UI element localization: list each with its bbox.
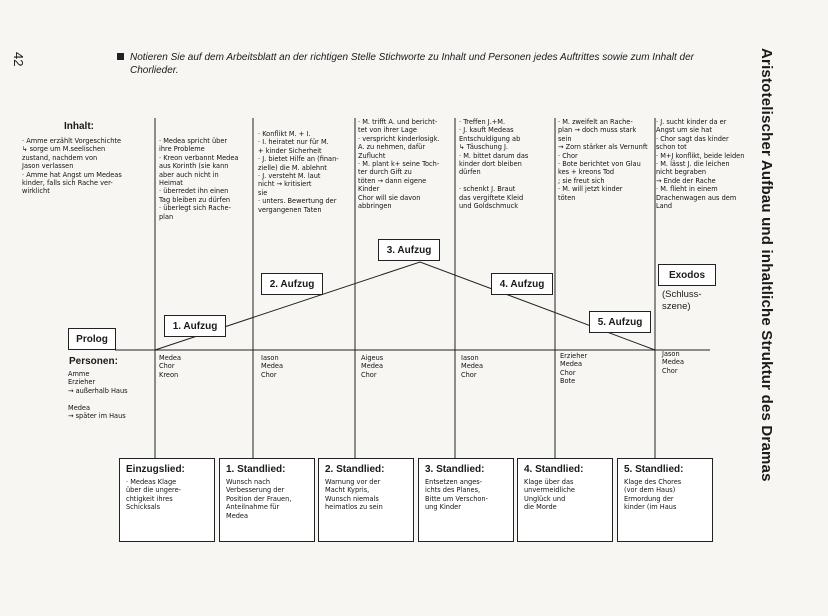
song-text: Klage über das unvermeidliche Unglück un… <box>524 478 575 512</box>
song-title: Einzugslied: <box>126 464 185 475</box>
prolog-content: · Amme erzählt Vorgeschichte ↳ sorge um … <box>22 137 122 196</box>
inhalt-label: Inhalt: <box>64 121 94 132</box>
act4-persons: Iason Medea Chor <box>461 354 484 379</box>
exodos-box: Exodos <box>658 264 716 286</box>
act1-persons: Medea Chor Kreon <box>159 354 182 379</box>
prolog-box: Prolog <box>68 328 116 350</box>
personen-label: Personen: <box>69 356 118 367</box>
prolog-persons: Amme Erzieher → außerhalb Haus Medea → s… <box>68 370 128 421</box>
act5-persons: Erzieher Medea Chor Bote <box>560 352 588 386</box>
act2-persons: Iason Medea Chor <box>261 354 284 379</box>
song-title: 3. Standlied: <box>425 464 485 475</box>
song-text: Entsetzen anges- ichts des Planes, Bitte… <box>425 478 488 512</box>
song-title: 5. Standlied: <box>624 464 684 475</box>
act2-box: 2. Aufzug <box>261 273 323 295</box>
instruction-text: Notieren Sie auf dem Arbeitsblatt an der… <box>130 52 695 76</box>
song-title: 4. Standlied: <box>524 464 584 475</box>
song-box-standlied-2: 2. Standlied: Warnung vor der Macht Kypr… <box>318 458 414 542</box>
song-text: Warnung vor der Macht Kypris, Wunsch nie… <box>325 478 383 512</box>
act3-content: · M. trifft A. und bericht- tet von ihre… <box>358 118 440 211</box>
song-title: 1. Standlied: <box>226 464 286 475</box>
act5-box: 5. Aufzug <box>589 311 651 333</box>
side-title: Aristotelischer Aufbau und inhaltliche S… <box>758 48 775 482</box>
act5-content: · M. zweifelt an Rache- plan → doch muss… <box>558 118 648 202</box>
exodos-content: · J. sucht kinder da er Angst um sie hat… <box>656 118 745 211</box>
act2-content: · Konflikt M. + I. · I. heiratet nur für… <box>258 130 339 214</box>
song-box-standlied-4: 4. Standlied: Klage über das unvermeidli… <box>517 458 613 542</box>
act3-persons: Aigeus Medea Chor <box>361 354 384 379</box>
song-text: Klage des Chores (vor dem Haus) Ermordun… <box>624 478 682 512</box>
song-box-standlied-1: 1. Standlied: Wunsch nach Verbesserung d… <box>219 458 315 542</box>
square-bullet-icon <box>117 53 124 60</box>
act1-box: 1. Aufzug <box>164 315 226 337</box>
exodos-persons: Jason Medea Chor <box>662 350 685 375</box>
song-text: · Medeas Klage über die ungere- chtigkei… <box>126 478 182 512</box>
act1-content: · Medea spricht über ihre Probleme · Kre… <box>159 137 239 221</box>
act3-box: 3. Aufzug <box>378 239 440 261</box>
act4-box: 4. Aufzug <box>491 273 553 295</box>
song-box-standlied-5: 5. Standlied: Klage des Chores (vor dem … <box>617 458 713 542</box>
song-box-standlied-3: 3. Standlied: Entsetzen anges- ichts des… <box>418 458 514 542</box>
act4-content: · Treffen J.+M. · J. kauft Medeas Entsch… <box>459 118 529 211</box>
schluss-label: (Schluss- szene) <box>662 289 702 312</box>
song-text: Wunsch nach Verbesserung der Position de… <box>226 478 292 520</box>
song-box-einzugslied: Einzugslied: · Medeas Klage über die ung… <box>119 458 215 542</box>
song-title: 2. Standlied: <box>325 464 385 475</box>
